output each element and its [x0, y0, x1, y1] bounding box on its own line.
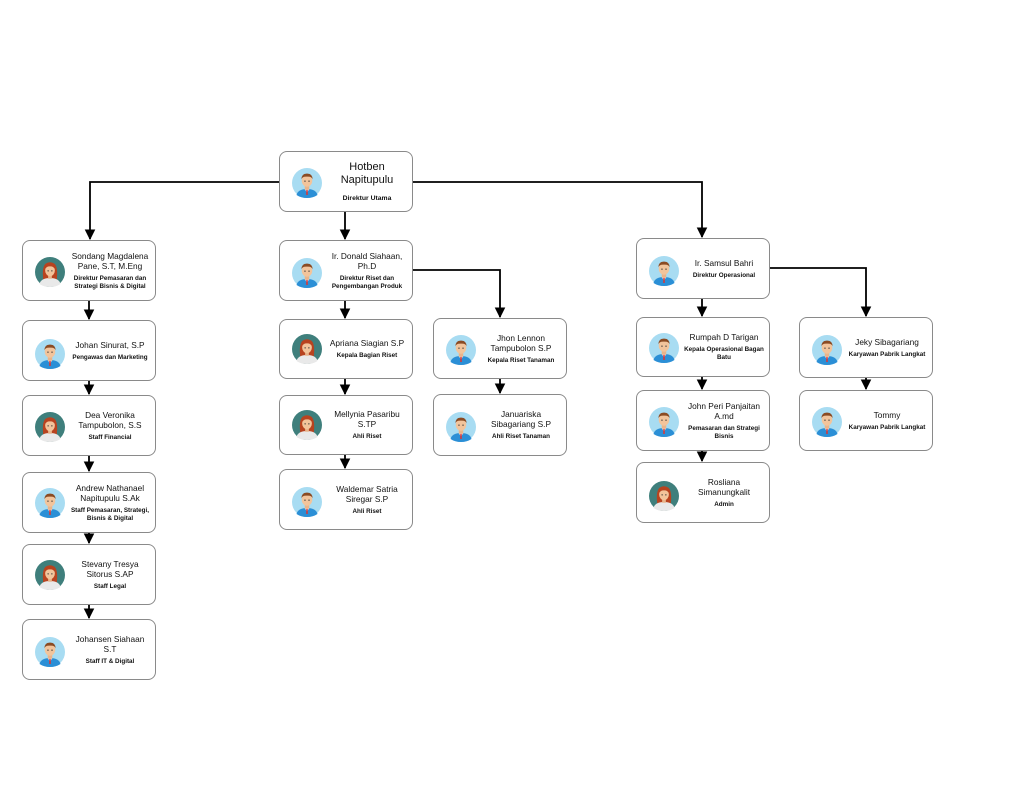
org-node-johan: Johan Sinurat, S.P Pengawas dan Marketin… [22, 320, 156, 381]
org-node-tommy: Tommy Karyawan Pabrik Langkat [799, 390, 933, 451]
male-avatar-icon [812, 407, 842, 437]
org-node-mellynia: Mellynia Pasaribu S.TP Ahli Riset [279, 395, 413, 455]
org-node-hotben: Hotben Napitupulu Direktur Utama [279, 151, 413, 212]
node-name: Hotben Napitupulu [340, 160, 394, 186]
male-avatar-icon [35, 339, 65, 369]
node-role: Kepala Bagian Riset [336, 352, 398, 359]
male-avatar-icon [812, 335, 842, 365]
female-avatar-icon [292, 334, 322, 364]
node-role: Ahli Riset Tanaman [492, 433, 550, 440]
org-node-rumpah: Rumpah D Tarigan Kepala Operasional Baga… [636, 317, 770, 377]
node-role: Direktur Riset dan Pengembangan Produk [331, 274, 403, 290]
male-avatar-icon [649, 333, 679, 363]
node-name: Ir. Donald Siahaan, Ph.D [331, 250, 403, 271]
edge-donald-jhon [412, 269, 506, 319]
node-role: Staff Legal [93, 582, 127, 590]
edge-root-samsul [412, 181, 708, 239]
node-role: Ahli Riset [352, 433, 382, 440]
node-name: Tommy [873, 409, 901, 420]
male-avatar-icon [446, 335, 476, 365]
male-avatar-icon [35, 637, 65, 667]
female-avatar-icon [649, 481, 679, 511]
node-role: Karyawan Pabrik Langkat [848, 423, 926, 431]
node-name: Jeky Sibagariang [855, 336, 919, 347]
node-name: John Peri Panjaitan A.md [688, 400, 760, 421]
org-node-johansen: Johansen Siahaan S.T Staff IT & Digital [22, 619, 156, 680]
node-name: Rosliana Simanungkalit [697, 476, 751, 497]
male-avatar-icon [446, 412, 476, 442]
node-name: Mellynia Pasaribu S.TP [334, 409, 400, 429]
node-role: Pemasaran dan Strategi Bisnis [688, 424, 760, 440]
node-role: Direktur Utama [342, 194, 392, 202]
male-avatar-icon [292, 258, 322, 288]
node-role: Karyawan Pabrik Langkat [848, 350, 926, 358]
node-role: Direktur Operasional [692, 271, 756, 279]
node-role: Ahli Riset [352, 507, 382, 515]
org-node-samsul: Ir. Samsul Bahri Direktur Operasional [636, 238, 770, 299]
edge-samsul-jeky [769, 267, 872, 318]
male-avatar-icon [649, 256, 679, 286]
node-role: Kepala Operasional Bagan Batu [684, 346, 764, 361]
node-role: Direktur Pemasaran dan Strategi Bisnis &… [73, 274, 147, 290]
female-avatar-icon [35, 560, 65, 590]
node-name: Stevany Tresya Sitorus S.AP [81, 558, 139, 579]
male-avatar-icon [35, 488, 65, 518]
node-name: Johan Sinurat, S.P [75, 339, 145, 350]
node-name: Sondang Magdalena Pane, S.T, M.Eng [71, 250, 149, 271]
node-role: Kepala Riset Tanaman [487, 356, 555, 364]
node-name: Johansen Siahaan S.T [75, 633, 145, 654]
org-node-sondang: Sondang Magdalena Pane, S.T, M.Eng Direk… [22, 240, 156, 301]
node-role: Staff Financial [88, 433, 132, 441]
node-name: Dea Veronika Tampubolon, S.S [78, 409, 142, 430]
female-avatar-icon [35, 257, 65, 287]
female-avatar-icon [292, 410, 322, 440]
node-name: Andrew Nathanael Napitupulu S.Ak [75, 482, 145, 503]
org-node-donald: Ir. Donald Siahaan, Ph.D Direktur Riset … [279, 240, 413, 301]
male-avatar-icon [649, 407, 679, 437]
org-node-waldemar: Waldemar Satria Siregar S.P Ahli Riset [279, 469, 413, 530]
node-name: Waldemar Satria Siregar S.P [336, 483, 398, 504]
edge-root-sondang [84, 181, 279, 241]
male-avatar-icon [292, 168, 322, 198]
org-node-rosliana: Rosliana Simanungkalit Admin [636, 462, 770, 523]
node-role: Staff Pemasaran, Strategi, Bisnis & Digi… [70, 506, 150, 522]
node-name: Jhon Lennon Tampubolon S.P [490, 332, 552, 353]
org-node-johnperi: John Peri Panjaitan A.md Pemasaran dan S… [636, 390, 770, 451]
female-avatar-icon [35, 412, 65, 442]
node-name: Rumpah D Tarigan [689, 332, 759, 342]
org-node-stevany: Stevany Tresya Sitorus S.AP Staff Legal [22, 544, 156, 605]
org-node-apriana: Apriana Siagian S.P Kepala Bagian Riset [279, 319, 413, 379]
node-role: Admin [714, 500, 734, 508]
org-node-januariska: Januariska Sibagariang S.P Ahli Riset Ta… [433, 394, 567, 456]
node-role: Pengawas dan Marketing [72, 353, 148, 361]
org-node-andrew: Andrew Nathanael Napitupulu S.Ak Staff P… [22, 472, 156, 533]
node-role: Staff IT & Digital [85, 657, 135, 665]
org-node-dea: Dea Veronika Tampubolon, S.S Staff Finan… [22, 395, 156, 456]
org-node-jeky: Jeky Sibagariang Karyawan Pabrik Langkat [799, 317, 933, 378]
node-name: Januariska Sibagariang S.P [491, 409, 551, 429]
node-name: Apriana Siagian S.P [329, 338, 405, 348]
org-node-jhon: Jhon Lennon Tampubolon S.P Kepala Riset … [433, 318, 567, 379]
node-name: Ir. Samsul Bahri [694, 257, 754, 268]
male-avatar-icon [292, 487, 322, 517]
